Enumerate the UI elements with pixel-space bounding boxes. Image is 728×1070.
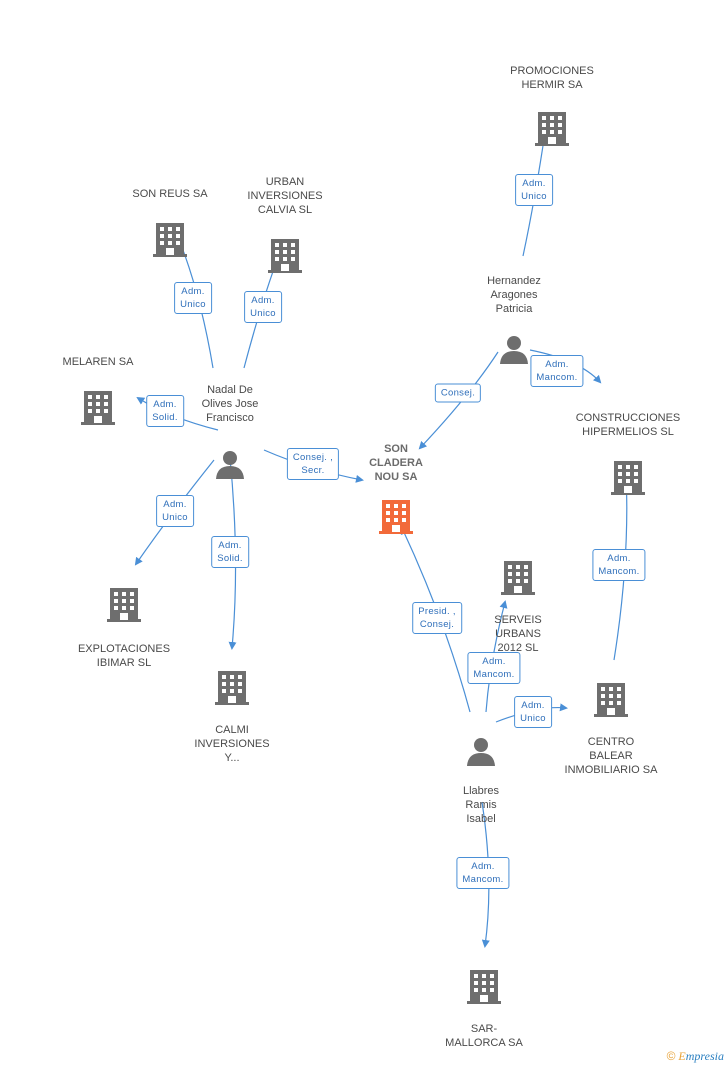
building-icon: [107, 588, 141, 622]
role-tag: Adm. Mancom.: [530, 355, 584, 387]
person-name: Hernandez Aragones Patricia: [487, 275, 541, 315]
person-icon: [216, 451, 244, 479]
empresia-logo[interactable]: © Empresia: [667, 1049, 724, 1064]
node-construcciones-hipermelios[interactable]: CONSTRUCCIONES HIPERMELIOS SL: [568, 397, 688, 511]
node-urban-inversiones[interactable]: URBAN INVERSIONES CALVIA SL: [235, 161, 335, 289]
role-tag: Consej.: [434, 383, 482, 403]
building-icon: [594, 683, 628, 717]
building-icon: [81, 391, 115, 425]
role-tag: Adm. Mancom.: [592, 549, 646, 581]
node-promociones-hermir[interactable]: PROMOCIONES HERMIR SA: [497, 50, 607, 162]
building-icon: [535, 112, 569, 146]
company-name: EXPLOTACIONES IBIMAR SL: [77, 643, 171, 669]
node-melaren[interactable]: MELAREN SA: [48, 341, 148, 441]
role-tag: Adm. Unico: [174, 282, 212, 314]
node-serveis-urbans[interactable]: SERVEIS URBANS 2012 SL: [478, 545, 558, 669]
company-name: SAR- MALLORCA SA: [445, 1023, 523, 1049]
building-icon: [268, 239, 302, 273]
building-icon: [501, 561, 535, 595]
company-name: SERVEIS URBANS 2012 SL: [494, 614, 542, 654]
brand-initial: E: [678, 1049, 686, 1063]
person-name: Llabres Ramis Isabel: [462, 785, 500, 825]
company-name: SON REUS SA: [132, 188, 208, 200]
company-name: MELAREN SA: [62, 356, 134, 368]
copyright-icon: ©: [666, 1049, 676, 1063]
building-icon: [467, 970, 501, 1004]
building-icon: [379, 500, 413, 534]
role-tag: Adm. Unico: [515, 174, 553, 206]
node-explotaciones-ibimar[interactable]: EXPLOTACIONES IBIMAR SL: [64, 572, 184, 684]
role-tag: Presid. , Consej.: [412, 602, 462, 634]
role-tag: Adm. Unico: [514, 696, 552, 728]
company-name: CONSTRUCCIONES HIPERMELIOS SL: [575, 412, 681, 438]
node-hernandez-aragones[interactable]: Hernandez Aragones Patricia: [464, 260, 564, 378]
node-calmi-inversiones[interactable]: CALMI INVERSIONES Y...: [177, 655, 287, 779]
company-name: CENTRO BALEAR INMOBILIARIO SA: [564, 736, 658, 776]
company-name: CALMI INVERSIONES Y...: [194, 724, 270, 764]
role-tag: Adm. Solid.: [146, 395, 184, 427]
brand-name: mpresia: [685, 1049, 724, 1063]
role-tag: Adm. Mancom.: [456, 857, 510, 889]
role-tag: Adm. Unico: [244, 291, 282, 323]
role-tag: Adm. Solid.: [211, 536, 249, 568]
role-tag: Adm. Unico: [156, 495, 194, 527]
node-sar-mallorca[interactable]: SAR- MALLORCA SA: [434, 954, 534, 1064]
person-name: Nadal De Olives Jose Francisco: [201, 384, 259, 424]
node-centro-balear[interactable]: CENTRO BALEAR INMOBILIARIO SA: [551, 667, 671, 791]
role-tag: Consej. , Secr.: [286, 448, 340, 480]
building-icon: [153, 223, 187, 257]
building-icon: [215, 671, 249, 705]
company-name: URBAN INVERSIONES CALVIA SL: [247, 176, 323, 216]
node-nadal-de-olives[interactable]: Nadal De Olives Jose Francisco: [180, 369, 280, 493]
role-tag: Adm. Mancom.: [467, 652, 521, 684]
company-name: SON CLADERA NOU SA: [369, 443, 423, 483]
node-son-cladera-nou-sa[interactable]: SON CLADERA NOU SA: [356, 428, 436, 550]
person-icon: [500, 336, 528, 364]
person-icon: [467, 738, 495, 766]
node-son-reus[interactable]: SON REUS SA: [120, 173, 220, 273]
company-name: PROMOCIONES HERMIR SA: [510, 65, 594, 91]
building-icon: [611, 461, 645, 495]
node-llabres-ramis[interactable]: Llabres Ramis Isabel: [441, 722, 521, 840]
